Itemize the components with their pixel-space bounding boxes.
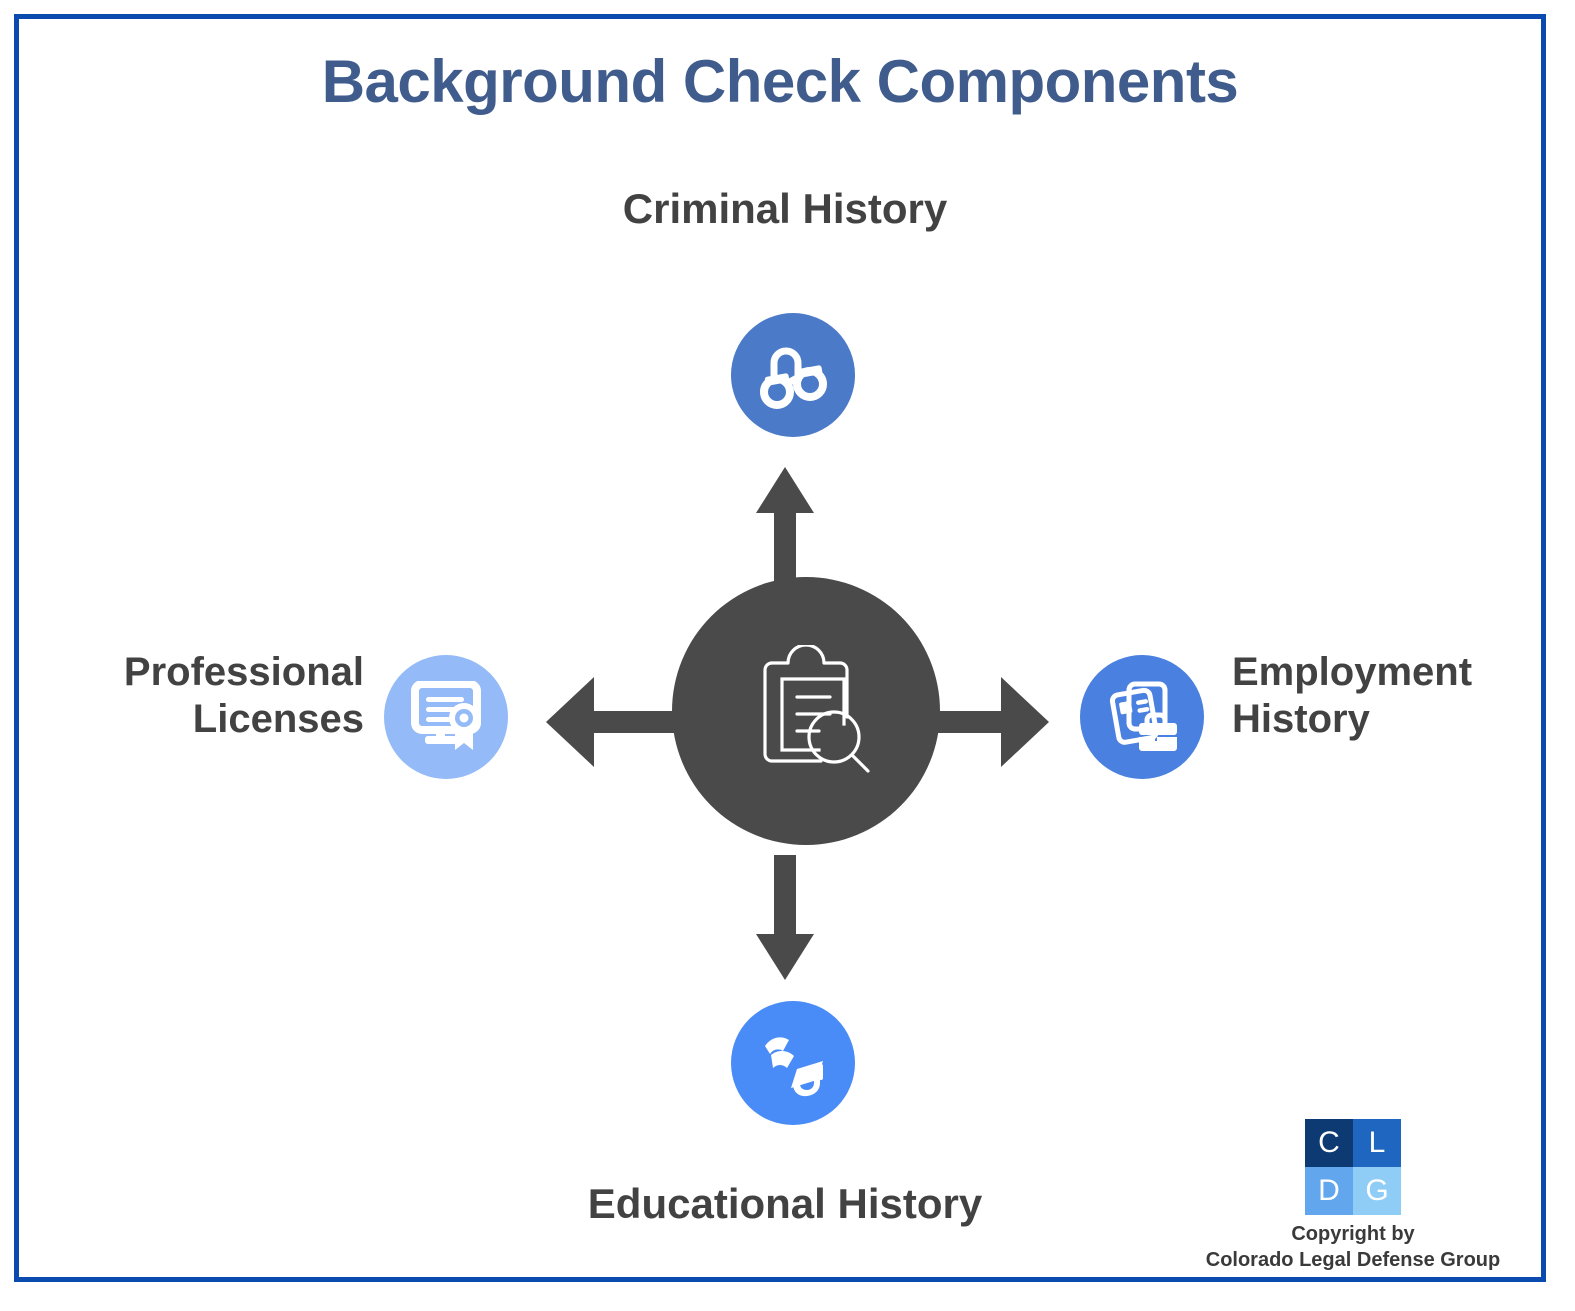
page-title: Background Check Components — [321, 48, 1239, 115]
arrow-up-icon — [756, 467, 814, 597]
logo-cell-c: C — [1305, 1119, 1353, 1167]
node-professional-licenses[interactable] — [384, 655, 508, 779]
logo-cell-d: D — [1305, 1167, 1353, 1215]
node-employment-history[interactable] — [1080, 655, 1204, 779]
handcuffs-icon — [760, 347, 827, 409]
cldg-logo-block: C L D G Copyright by Colorado Legal Defe… — [1203, 1119, 1503, 1273]
arrow-down-icon — [756, 855, 814, 985]
copyright-line-1: Copyright by — [1291, 1223, 1415, 1245]
logo-cell-l: L — [1353, 1119, 1401, 1167]
arrow-right-icon — [919, 677, 1049, 772]
copyright-text: Copyright by Colorado Legal Defense Grou… — [1203, 1221, 1503, 1273]
label-professional-licenses: Professional Licenses — [29, 649, 364, 743]
arrow-left-icon — [546, 677, 676, 772]
label-licenses-line-2: Licenses — [192, 697, 364, 742]
label-criminal-history: Criminal History — [622, 185, 948, 232]
graduation-cap-diploma-icon — [765, 1037, 823, 1097]
label-employment-line-1: Employment — [1232, 650, 1473, 694]
certificate-award-icon — [411, 681, 481, 750]
resume-briefcase-icon — [1109, 681, 1177, 751]
diagram-stage: Criminal History Employment — [19, 19, 1551, 1287]
label-educational-history: Educational History — [587, 1180, 983, 1227]
node-educational-history[interactable] — [731, 1001, 855, 1125]
center-hub-background-check — [672, 577, 940, 845]
clipboard-magnifier-icon — [763, 645, 870, 773]
copyright-line-2: Colorado Legal Defense Group — [1205, 1249, 1501, 1271]
cldg-logo-grid: C L D G — [1305, 1119, 1401, 1215]
infographic-frame: Background Check Components — [14, 14, 1546, 1282]
logo-cell-g: G — [1353, 1167, 1401, 1215]
label-employment-line-2: History — [1232, 697, 1370, 742]
label-employment-history: Employment History — [1232, 649, 1542, 743]
node-criminal-history[interactable] — [731, 313, 855, 437]
label-licenses-line-1: Professional — [123, 650, 364, 694]
